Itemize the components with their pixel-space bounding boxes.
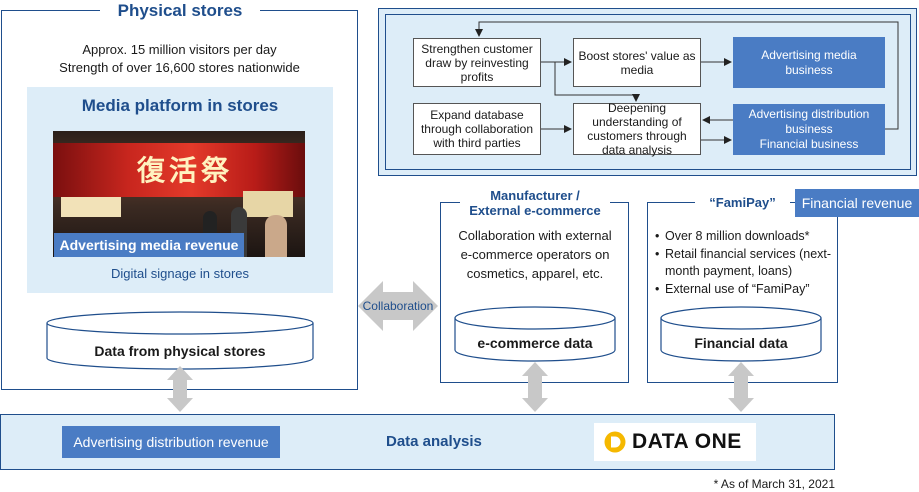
- manufacturer-description: Collaboration with external e-commerce o…: [458, 228, 612, 281]
- ecommerce-data-label: e-commerce data: [477, 335, 593, 351]
- data-one-logo: DATA ONE: [594, 423, 756, 461]
- financial-revenue-badge: Financial revenue: [795, 189, 919, 217]
- physical-data-label: Data from physical stores: [94, 343, 266, 359]
- media-platform-title: Media platform in stores: [81, 96, 279, 115]
- ad-dist-revenue-label: Advertising distribution revenue: [62, 426, 280, 458]
- flow-panel-inner: [385, 14, 911, 170]
- flow-ad-media-business: Advertising media business: [733, 37, 885, 88]
- manufacturer-title: Manufacturer / External e-commerce: [460, 188, 610, 218]
- flow-financial-business: Financial business: [759, 137, 859, 151]
- data-one-logo-text: DATA ONE: [632, 430, 742, 453]
- flow-ad-dist-financial: Advertising distribution business Financ…: [733, 104, 885, 155]
- data-one-logo-mark: [604, 431, 626, 453]
- famipay-bullet-item: •Over 8 million downloads*: [655, 229, 810, 243]
- arrow-financial-to-analysis: [728, 362, 754, 412]
- famipay-bullet-item: •External use of “FamiPay”: [655, 281, 810, 296]
- famipay-bullet-item: •Retail financial services (next-month p…: [655, 246, 832, 279]
- arrow-physical-to-analysis: [167, 366, 193, 412]
- physical-stores-title: Physical stores: [100, 1, 260, 21]
- financial-data-label: Financial data: [694, 335, 788, 351]
- data-analysis-label: Data analysis: [386, 433, 482, 450]
- flow-expand-box: Expand database through collaboration wi…: [413, 103, 541, 155]
- flow-ad-dist-business: Advertising distribution business: [748, 107, 870, 136]
- visitors-text: Approx. 15 million visitors per day: [82, 42, 277, 57]
- signage-banner-text: 復活祭: [136, 154, 233, 187]
- collaboration-label: Collaboration: [362, 299, 434, 313]
- manufacturer-title-line1: Manufacturer /: [490, 188, 580, 203]
- arrow-ecommerce-to-analysis: [522, 362, 548, 412]
- famipay-title: “FamiPay”: [695, 195, 790, 211]
- manufacturer-title-line2: External e-commerce: [469, 203, 601, 218]
- flow-boost-box: Boost stores' value as media: [573, 38, 701, 87]
- flow-strengthen-box: Strengthen customer draw by reinvesting …: [413, 38, 541, 87]
- ad-media-revenue-label: Advertising media revenue: [54, 233, 244, 257]
- stores-count-text: Strength of over 16,600 stores nationwid…: [59, 60, 300, 75]
- famipay-bullets: •Over 8 million downloads* •Retail finan…: [655, 228, 837, 298]
- flow-deepening-box: Deepening understanding of customers thr…: [573, 101, 701, 157]
- signage-caption: Digital signage in stores: [110, 266, 250, 281]
- footnote: * As of March 31, 2021: [713, 477, 835, 491]
